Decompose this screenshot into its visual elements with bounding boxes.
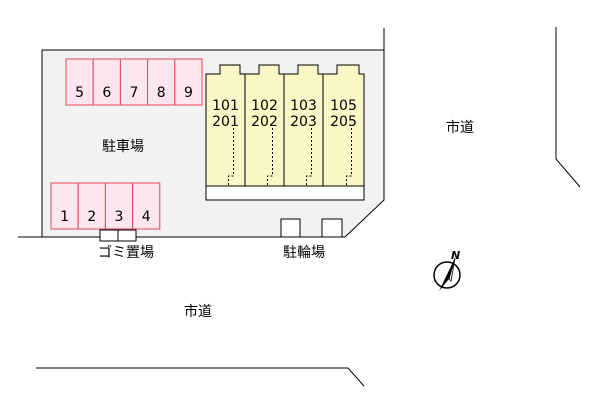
parking-space-number: 3 <box>115 209 124 225</box>
bicycle-rack-2 <box>321 218 343 238</box>
road-south-label: 市道 <box>184 303 212 320</box>
parking-space-number: 5 <box>75 85 84 101</box>
unit-number-upper: 105 <box>330 98 357 114</box>
garbage-label: ゴミ置場 <box>98 244 154 261</box>
parking-space <box>104 182 134 230</box>
parking-space-number: 2 <box>87 209 96 225</box>
unit-number-lower: 205 <box>330 114 357 130</box>
north-arrow-icon: N <box>433 249 461 291</box>
unit-number-lower: 203 <box>290 114 317 130</box>
parking-space-number: 9 <box>184 85 193 101</box>
unit-number-lower: 202 <box>251 114 278 130</box>
parking-space-number: 4 <box>142 209 151 225</box>
parking-space-number: 6 <box>102 85 111 101</box>
parking-space <box>174 58 203 106</box>
bicycle-rack-1 <box>280 218 301 238</box>
road-edge-east <box>555 27 581 188</box>
parking-space-number: 1 <box>60 209 69 225</box>
parking-space <box>77 182 106 230</box>
unit-number-upper: 102 <box>251 98 278 114</box>
parking-space-number: 8 <box>157 85 166 101</box>
parking-space <box>132 182 161 230</box>
parking-space <box>147 58 176 106</box>
parking-space-number: 7 <box>130 85 139 101</box>
unit-number-lower: 201 <box>212 114 239 130</box>
unit-partition <box>346 128 352 186</box>
unit-partition <box>228 128 234 186</box>
parking-space <box>119 58 149 106</box>
parking-label: 駐車場 <box>102 138 144 155</box>
bicycle-parking-label: 駐輪場 <box>283 244 325 261</box>
parking-space <box>50 182 79 230</box>
building-base-strip <box>205 185 365 201</box>
parking-space <box>65 58 94 106</box>
road-edge-south <box>36 367 365 387</box>
unit-partition <box>306 128 312 186</box>
unit-partition <box>267 128 273 186</box>
unit-number-upper: 103 <box>290 98 317 114</box>
parking-spaces-upper: 5 6 7 8 9 <box>65 58 203 106</box>
north-label: N <box>451 249 460 262</box>
unit-number-upper: 101 <box>212 98 239 114</box>
road-east-label: 市道 <box>446 119 474 136</box>
parking-spaces-lower: 1 2 3 4 <box>50 182 161 230</box>
apartment-unit <box>322 64 365 187</box>
